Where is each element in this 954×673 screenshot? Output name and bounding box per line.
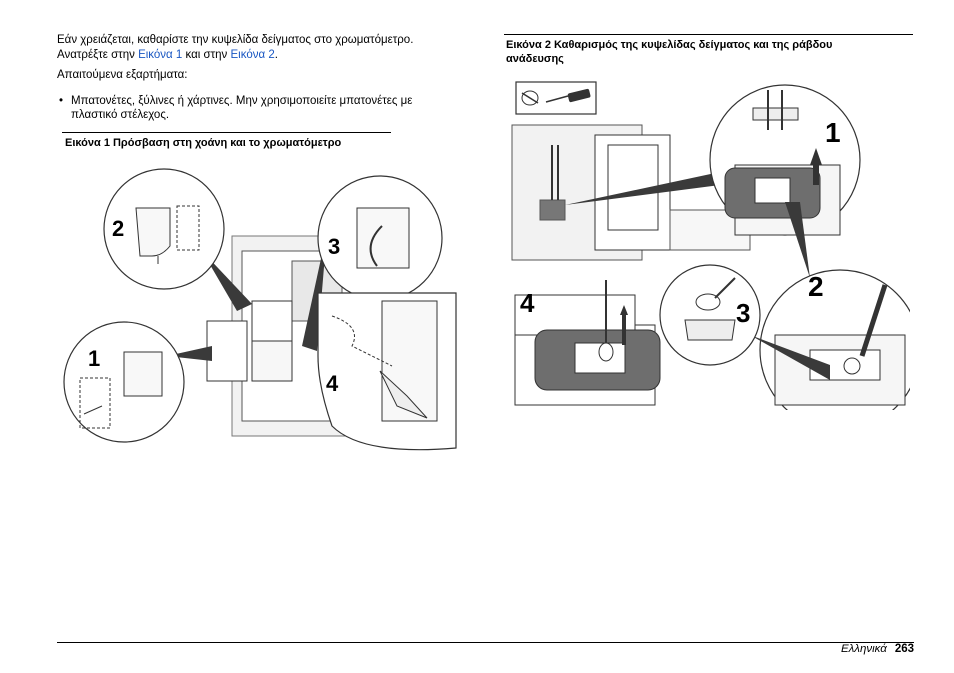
fig2-step-3: 3 <box>736 298 750 328</box>
figure-2-svg: 1 2 3 4 <box>511 81 921 431</box>
figure-1-svg: 2 1 3 4 <box>63 168 457 451</box>
figure-2-caption-line-1: Εικόνα 2 Καθαρισμός της κυψελίδας δείγμα… <box>506 39 833 51</box>
intro-suffix: . <box>274 49 278 61</box>
link-figure-1[interactable]: Εικόνα 1 <box>138 49 183 61</box>
figure-1-caption-rule <box>62 132 391 133</box>
required-items-label: Απαιτούμενα εξαρτήματα: <box>57 69 188 81</box>
figure-2-caption-line-2: ανάδευσης <box>506 53 564 65</box>
intro-line-1: Εάν χρειάζεται, καθαρίστε την κυψελίδα δ… <box>57 34 414 46</box>
link-figure-2[interactable]: Εικόνα 2 <box>230 49 275 61</box>
fig1-step-1: 1 <box>88 346 100 371</box>
fig2-step-1: 1 <box>825 117 841 148</box>
figure-1-illustration: 2 1 3 4 <box>62 156 466 456</box>
fig2-step-2: 2 <box>808 271 824 302</box>
screwdriver-icon <box>545 88 591 103</box>
cotton-swab-icon <box>521 90 539 106</box>
fig1-step-2: 2 <box>112 216 124 241</box>
bullet-line-2: πλαστικό στέλεχος. <box>71 109 170 121</box>
fig1-step-3: 3 <box>328 234 340 259</box>
figure-2-caption-rule <box>504 34 913 35</box>
footer-rule <box>57 642 914 643</box>
bullet-marker: • <box>59 95 64 107</box>
intro-mid: και στην <box>182 49 231 61</box>
bullet-line-1: Μπατονέτες, ξύλινες ή χάρτινες. Μην χρησ… <box>71 95 413 107</box>
intro-prefix: Ανατρέξτε στην <box>57 49 139 61</box>
figure-1-caption: Εικόνα 1 Πρόσβαση στη χοάνη και το χρωμα… <box>65 137 342 149</box>
footer-language: Ελληνικά <box>840 643 887 655</box>
fig1-step-4: 4 <box>326 371 339 396</box>
page-number: 263 <box>894 643 914 655</box>
figure-2-illustration: 1 2 3 4 <box>510 80 921 431</box>
intro-line-2: Ανατρέξτε στην Εικόνα 1 και στην Εικόνα … <box>57 48 477 63</box>
fig2-step-4: 4 <box>520 288 535 318</box>
footer: Ελληνικά 263 <box>841 643 914 655</box>
